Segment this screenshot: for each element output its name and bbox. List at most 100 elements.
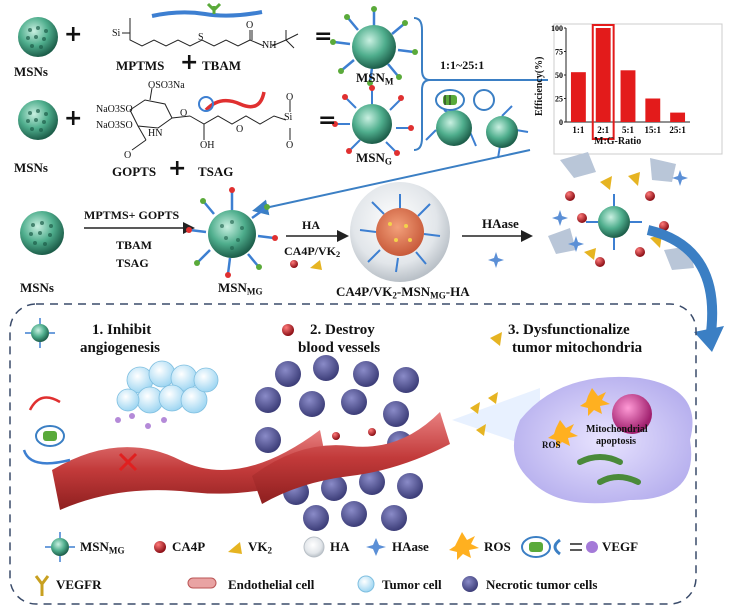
legend-vegfr-label: VEGFR (56, 577, 102, 592)
row1-chem-s: S (198, 32, 204, 43)
legend-endothelial-icon (187, 577, 217, 589)
curved-arrow-head (694, 326, 724, 352)
mechanism-panel-border (9, 303, 697, 605)
legend-ros-label: ROS (484, 539, 511, 554)
row2-chem-nao3so-2: NaO3SO (96, 120, 133, 131)
row3-arrow-bottom1: TBAM (116, 238, 152, 252)
step1-title-line1: 1. Inhibit (92, 322, 152, 338)
row2-product: MSNG (356, 150, 392, 167)
legend-tumor-cell-icon (357, 575, 375, 593)
vegf-complex-icon (435, 89, 465, 111)
panel1-msn-mg-icon (25, 318, 55, 348)
chart-xtick-label: 25:1 (669, 125, 686, 135)
chart-bars (570, 24, 686, 140)
gopts-structure (129, 87, 291, 151)
chart-xtick-label: 5:1 (622, 125, 634, 135)
row2-plus-2: + (168, 156, 187, 181)
chart-ytick-label: 0 (559, 118, 563, 127)
row1-chem-nh: NH (262, 40, 277, 51)
legend-endothelial-label: Endothelial cell (228, 577, 315, 592)
tumor-cell-large (513, 376, 693, 504)
ca4p-dot-icon (290, 260, 298, 268)
legend-ros-icon (449, 532, 479, 560)
legend-haase-icon (366, 538, 386, 556)
legend-msn-mg-label: MSNMG (80, 539, 125, 556)
row1-equals: = (314, 24, 333, 49)
panel2-ca4p-dots (282, 324, 376, 440)
legend-ha-label: HA (330, 539, 350, 554)
step1-title-line2: angiogenesis (80, 340, 161, 356)
tbam-chain-icon (151, 2, 263, 18)
row2-chem-o3: O (236, 124, 244, 135)
chart-ylabel: Efficiency(%) (534, 56, 545, 116)
row2-chem-oso3na: OSO3Na (148, 80, 185, 91)
tumor-cell-cluster (116, 360, 219, 414)
row1-chem-si: Si (112, 28, 121, 39)
row1-product: MSNM (356, 70, 394, 87)
row2-plus-1: + (64, 106, 83, 131)
chart-bar-1-1 (570, 72, 586, 122)
legend-necrotic-label: Necrotic tumor cells (486, 577, 598, 592)
ca4p-vk2-msn-mg-ha-particle (350, 182, 450, 282)
chart-highlight-box (591, 24, 615, 140)
msn-particle-row2 (18, 100, 58, 140)
row3-msns-label: MSNs (20, 280, 54, 295)
row2-chem-si: Si (284, 112, 293, 123)
row2-chem-hn: HN (148, 128, 163, 139)
chart-bar-2-1 (595, 28, 611, 122)
row1-plus-2: + (180, 50, 199, 75)
mixed-msn-particles (425, 89, 529, 159)
vegf-dots (115, 413, 167, 429)
chart-xtick-label: 15:1 (645, 125, 662, 135)
legend-haase-label: HAase (392, 539, 429, 554)
legend-ca4p-label: CA4P (172, 539, 206, 554)
chart-ytick-label: 100 (551, 24, 563, 33)
legend-vegf-complex-icon (521, 536, 598, 558)
chart-ytick-label: 50 (555, 71, 563, 80)
msn-m-particle (330, 6, 418, 86)
panel2-blood-vessel (252, 412, 450, 504)
chart-ytick-label: 25 (555, 95, 563, 104)
row3-haase-label: HAase (482, 216, 519, 231)
ros-small-label: ROS (542, 440, 561, 450)
ros-burst-small (548, 420, 578, 448)
row2-equals: = (318, 108, 337, 133)
chart-xtick-label: 1:1 (572, 125, 584, 135)
row3-msn-mg: MSNMG (218, 280, 263, 297)
msn-particle-row3 (20, 211, 64, 255)
chart-xticks: 1:1 2:1 5:1 15:1 25:1 (572, 125, 686, 135)
step2-title-line2: blood vessels (298, 340, 381, 356)
legend-ha-icon (303, 536, 325, 558)
legend-vk2-label: VK2 (248, 539, 273, 556)
legend-msn-mg-icon (45, 532, 75, 562)
mito-label-line1: Mitochondrial (586, 424, 648, 435)
row2-msns-label: MSNs (14, 160, 48, 175)
legend-necrotic-icon (462, 576, 478, 592)
row2-reagent-b: TSAG (198, 164, 234, 179)
panel3-vk2-dots (470, 392, 498, 436)
chart-bar-25-1 (670, 112, 686, 122)
legend-tumor-cell-label: Tumor cell (382, 577, 442, 592)
row1-msns-label: MSNs (14, 64, 48, 79)
mito-label-line2: apoptosis (596, 436, 637, 447)
msn-g-particle (332, 85, 414, 156)
chart-bar-15-1 (645, 98, 661, 122)
row1-plus-1: + (64, 22, 83, 47)
legend-vegfr-icon (34, 575, 50, 596)
row2-reagent-a: GOPTS (112, 164, 157, 179)
tsag-chain-icon (198, 91, 266, 112)
chart-bar-5-1 (620, 70, 636, 122)
curved-transition-arrow (646, 225, 718, 341)
row1-chem-o: O (246, 20, 254, 31)
row2-chem-nao3so-1: NaO3SO (96, 104, 133, 115)
vk2-wedge-icon (310, 260, 322, 270)
row3-ha-label: HA (302, 218, 320, 232)
legend-vk2-icon (228, 542, 242, 554)
row3-ca4p-vk2: CA4P/VK2 (284, 244, 341, 260)
chart-xtick-label: 2:1 (597, 125, 609, 135)
haase-star-icon (488, 252, 504, 268)
